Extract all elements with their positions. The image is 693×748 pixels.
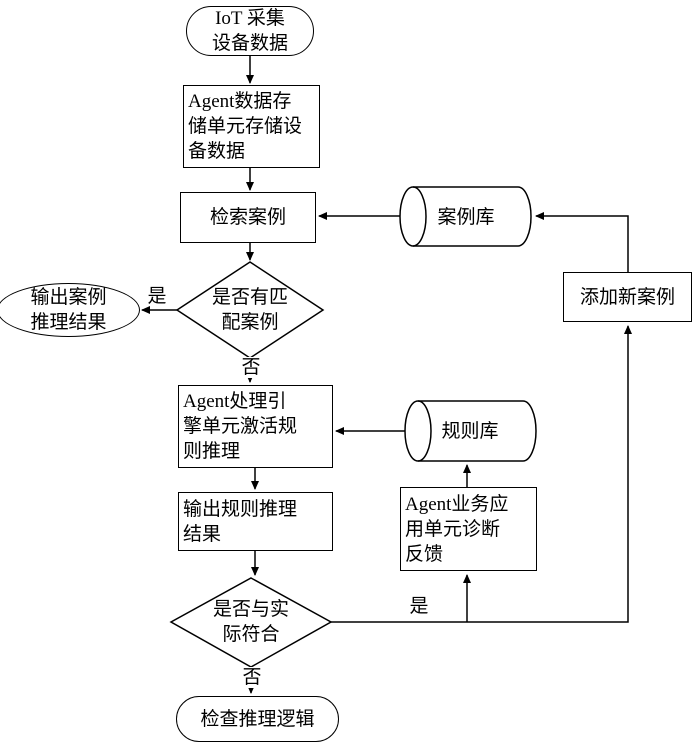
- arrow-add-case-to-casedb: [535, 212, 629, 272]
- node-output-rule-result: 输出规则推理 结果: [178, 492, 333, 551]
- node-output-rule-result-label: 输出规则推理 结果: [183, 498, 298, 545]
- node-agent-storage: Agent数据存 储单元存储设 备数据: [183, 85, 320, 168]
- node-add-new-case: 添加新案例: [563, 272, 692, 322]
- case-db-shape: [399, 186, 532, 247]
- edge-label-match-yes: 是: [147, 286, 167, 307]
- node-reality-decision-label-wrap: 是否与实 际符合: [191, 597, 311, 647]
- node-add-new-case-label: 添加新案例: [579, 286, 675, 308]
- node-reality-decision-label: 是否与实 际符合: [212, 599, 289, 645]
- node-business-feedback: Agent业务应 用单元诊断 反馈: [400, 487, 537, 571]
- edge-label-match-no: 否: [240, 357, 262, 378]
- node-match-decision-label-wrap: 是否有匹 配案例: [190, 285, 310, 335]
- node-case-db-label-wrap: 案例库: [416, 203, 516, 231]
- arrow-reality-yes-to-add-case: [331, 325, 632, 623]
- node-rule-db-label: 规则库: [441, 420, 499, 442]
- node-check-logic: 检查推理逻辑: [176, 696, 339, 742]
- node-iot-collect: IoT 采集 设备数据: [186, 6, 314, 56]
- node-business-feedback-label: Agent业务应 用单元诊断 反馈: [405, 493, 509, 565]
- node-retrieve-case-label: 检索案例: [209, 207, 286, 228]
- edge-label-reality-no: 否: [241, 667, 263, 688]
- node-rule-engine: Agent处理引 擎单元激活规 则推理: [178, 385, 333, 468]
- node-case-db-label: 案例库: [437, 206, 495, 228]
- edge-label-reality-yes: 是: [409, 596, 429, 617]
- case-db-cap: [412, 186, 427, 247]
- node-iot-collect-label: IoT 采集 设备数据: [211, 8, 288, 54]
- rule-db-shape: [404, 400, 537, 462]
- rule-db-cap: [417, 400, 432, 462]
- node-check-logic-label: 检查推理逻辑: [200, 708, 315, 730]
- node-match-decision-label: 是否有匹 配案例: [211, 287, 288, 333]
- node-rule-db-label-wrap: 规则库: [420, 417, 520, 445]
- node-agent-storage-label: Agent数据存 储单元存储设 备数据: [188, 91, 303, 162]
- node-rule-engine-label: Agent处理引 擎单元激活规 则推理: [183, 391, 298, 462]
- node-output-case-result-label: 输出案例 推理结果: [30, 287, 107, 333]
- node-output-case-result: 输出案例 推理结果: [0, 283, 140, 337]
- node-retrieve-case: 检索案例: [180, 192, 316, 243]
